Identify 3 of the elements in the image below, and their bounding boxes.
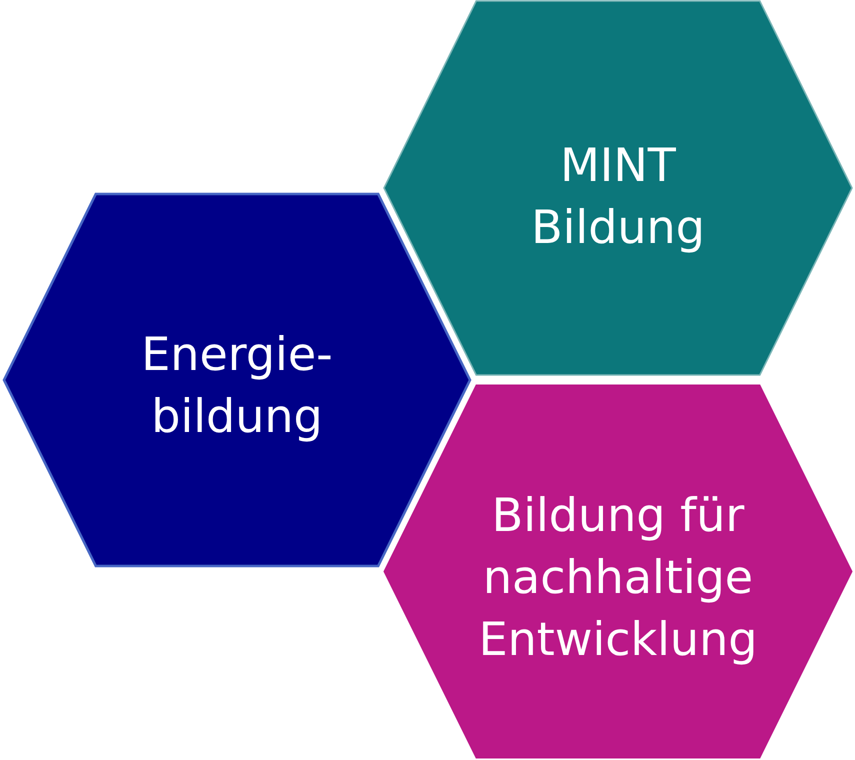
hexagon-label: Energie- bildung bbox=[140, 326, 334, 445]
hexagon-label: Bildung für nachhaltige Entwicklung bbox=[478, 486, 758, 668]
hexagon-label: MINT Bildung bbox=[530, 137, 706, 256]
